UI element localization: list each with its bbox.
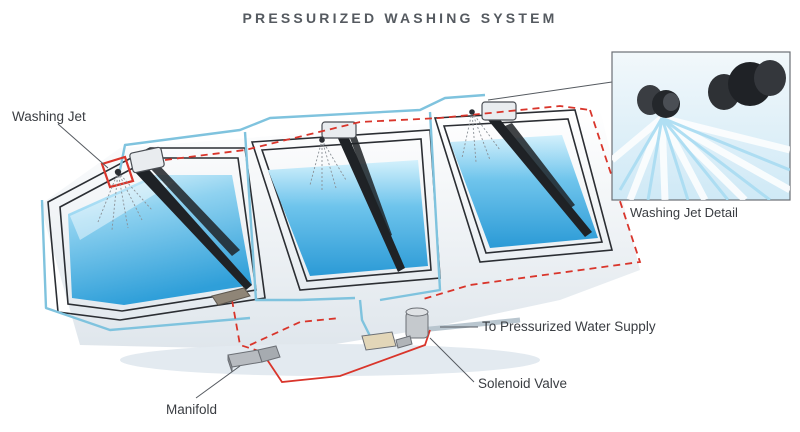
glass-pane-right: [450, 135, 598, 248]
electric-line-bottom: [261, 329, 431, 383]
jet-nozzle-right: [469, 109, 475, 115]
electric-line-left-drop: [231, 299, 263, 353]
electric-lines-solid: [100, 155, 431, 383]
floor-shadow: [120, 344, 540, 376]
solenoid-valve-unit: [361, 307, 429, 351]
wiper-left-arm: [150, 164, 240, 256]
glass-highlight-left: [70, 180, 175, 240]
detail-spray-rays: [612, 114, 790, 200]
detail-nozzle-left: [637, 85, 680, 118]
window-frame-right-inner: [442, 118, 604, 254]
window-frame-right-outer: [433, 109, 614, 263]
wiper-right-arm: [505, 123, 575, 209]
label-manifold: Manifold: [166, 402, 218, 417]
label-water-supply: To Pressurized Water Supply: [482, 319, 656, 334]
jet-detail-inset: [611, 51, 791, 201]
wiper-housing-left: [129, 146, 165, 174]
water-pipe-top: [118, 93, 486, 171]
label-jet-detail: Washing Jet Detail: [630, 205, 738, 220]
water-pipe-supply: [419, 317, 521, 333]
label-solenoid-valve: Solenoid Valve: [478, 376, 568, 391]
jet-sprays: [97, 111, 501, 231]
wiper-housings: [129, 101, 517, 174]
window-frame-mid-inner: [260, 138, 432, 282]
electric-line-right: [419, 109, 642, 301]
leader-detail: [487, 81, 613, 101]
water-pipe-to-valve: [358, 299, 374, 341]
wiper-left: [133, 165, 252, 290]
detail-spray-rays-blue: [618, 116, 790, 200]
leader-solenoid: [429, 337, 475, 383]
wipers: [133, 117, 592, 290]
diagram-title: PRESSURIZED WASHING SYSTEM: [242, 10, 558, 26]
label-washing-jet: Washing Jet: [12, 109, 86, 124]
jet-nozzle-left: [114, 168, 122, 176]
detail-nozzle-right: [708, 60, 786, 110]
leader-manifold: [195, 365, 241, 399]
junction-box: [211, 287, 251, 306]
wiper-right: [488, 117, 592, 237]
water-pipe-mid-down: [379, 111, 442, 302]
water-pipes: [40, 93, 521, 341]
washing-jet-highlight-box: [100, 155, 135, 189]
water-pipe-left-loop: [243, 131, 356, 302]
leader-washing-jet: [57, 123, 109, 169]
jet-nozzles: [114, 109, 475, 176]
glass-pane-left: [68, 175, 252, 305]
wiper-housing-right: [481, 101, 517, 121]
leader-lines: [57, 81, 613, 399]
electric-line-manifold: [249, 317, 341, 346]
wiper-housing-middle: [321, 121, 357, 139]
jet-nozzle-middle: [319, 137, 325, 143]
electric-lines: [164, 105, 642, 353]
wiper-middle-arm: [350, 135, 392, 238]
water-pipe-outer: [40, 199, 251, 332]
